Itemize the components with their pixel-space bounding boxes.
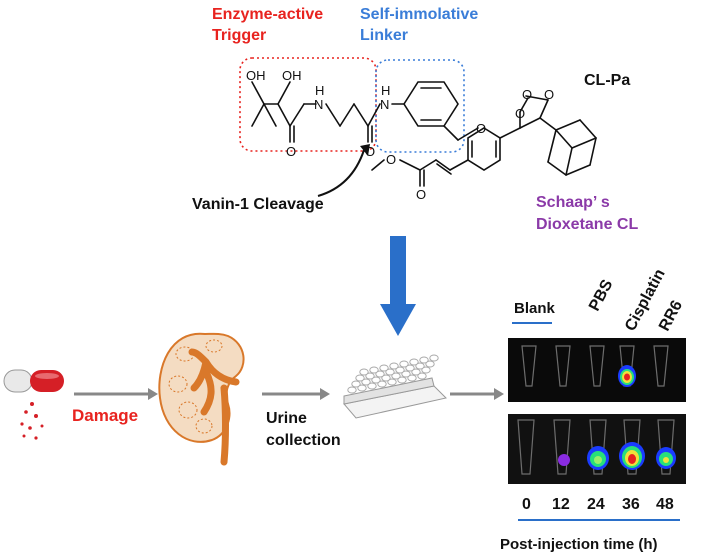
kidney-icon <box>158 332 245 466</box>
well-plate-icon <box>343 354 447 419</box>
atom-o-carbonyl2: O <box>365 144 375 159</box>
trigger-box <box>239 57 377 152</box>
damage-label: Damage <box>72 406 139 425</box>
atom-o-ether: O <box>476 121 486 136</box>
time-value-48: 48 <box>656 496 674 513</box>
linker-label-line1: Self-immolative <box>360 6 479 23</box>
time-value-36: 36 <box>622 496 640 513</box>
cleavage-arrow <box>317 149 365 197</box>
time-axis-title: Post-injection time (h) <box>500 536 658 553</box>
urine-label-line2: collection <box>266 432 341 449</box>
atom-o-peroxide1: O <box>522 87 532 102</box>
atom-oh2: OH <box>282 68 302 83</box>
trigger-label-line2: Trigger <box>212 27 267 44</box>
dioxetane-label-line2: Dioxetane CL <box>536 216 639 233</box>
trigger-label: Enzyme-active Trigger <box>212 4 323 46</box>
atom-h1: H <box>315 83 324 98</box>
down-arrow-icon <box>380 236 416 336</box>
atom-h2: H <box>381 83 390 98</box>
atom-o-carbonyl1: O <box>286 144 296 159</box>
dioxetane-label-line1: Schaap’ s <box>536 194 610 211</box>
pill-icon <box>3 369 64 440</box>
cleavage-label: Vanin-1 Cleavage <box>192 196 324 213</box>
flow-arrow-2 <box>262 388 330 400</box>
time-value-0: 0 <box>522 496 531 513</box>
atom-n2: N <box>380 97 389 112</box>
imaging-panel-top <box>508 338 686 402</box>
urine-label-line1: Urine <box>266 410 307 427</box>
atom-o-peroxide2: O <box>544 87 554 102</box>
linker-label-line2: Linker <box>360 27 409 44</box>
time-value-24: 24 <box>587 496 605 513</box>
atom-n1: N <box>314 97 323 112</box>
atom-o-ester-carbonyl: O <box>416 187 426 202</box>
flow-arrow-1 <box>74 388 158 400</box>
atom-oh1: OH <box>246 68 266 83</box>
time-value-12: 12 <box>552 496 570 513</box>
probe-name: CL-Pa <box>584 72 631 89</box>
label-blank: Blank <box>514 300 555 317</box>
flow-arrow-3 <box>450 388 504 400</box>
linker-box <box>375 59 465 153</box>
chemical-structure: OH OH H N H N O O O O O O O O <box>239 57 597 202</box>
atom-o-methoxy: O <box>515 106 525 121</box>
urine-collection-label: Urine collection <box>266 408 341 452</box>
imaging-panel-bottom <box>508 414 686 484</box>
linker-label: Self-immolative Linker <box>360 4 478 46</box>
dioxetane-label: Schaap’ s Dioxetane CL <box>536 192 638 236</box>
atom-o-ester: O <box>386 152 396 167</box>
trigger-label-line1: Enzyme-active <box>212 6 324 23</box>
